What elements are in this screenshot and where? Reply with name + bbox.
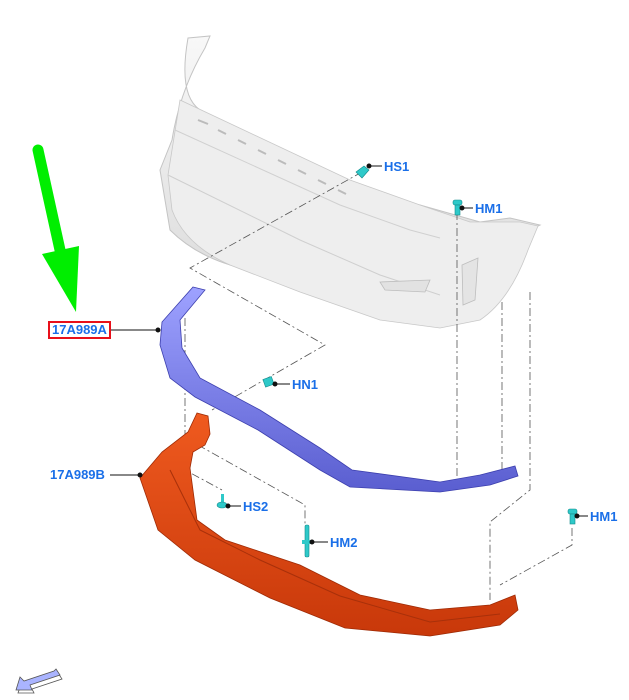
fastener-HM1-lower-icon[interactable]	[567, 508, 578, 525]
callout-HS2[interactable]: HS2	[243, 499, 269, 514]
callout-17A989B[interactable]: 17A989B	[50, 467, 105, 482]
callout-17A989A[interactable]: 17A989A	[48, 321, 111, 339]
bumper-cover	[159, 35, 542, 329]
back-button[interactable]	[10, 665, 70, 695]
lip-spoiler-17A989A[interactable]	[159, 286, 519, 493]
fastener-HS1-icon[interactable]	[355, 165, 370, 179]
fastener-HM2-icon[interactable]	[302, 524, 312, 558]
fastener-HM1-upper-icon[interactable]	[452, 199, 463, 216]
callout-leaders	[109, 163, 588, 545]
callout-HM2[interactable]: HM2	[330, 535, 358, 550]
back-arrow-icon	[15, 668, 63, 694]
callout-HM1-lower[interactable]: HM1	[590, 509, 618, 524]
deflector-17A989B[interactable]	[139, 412, 519, 637]
callout-HN1[interactable]: HN1	[292, 377, 319, 392]
callout-HM1-upper[interactable]: HM1	[475, 201, 503, 216]
fastener-HN1-icon[interactable]	[262, 376, 275, 388]
callout-HS1[interactable]: HS1	[384, 159, 410, 174]
fastener-HS2-icon[interactable]	[216, 494, 228, 509]
green-pointer-arrow-icon	[32, 144, 79, 312]
